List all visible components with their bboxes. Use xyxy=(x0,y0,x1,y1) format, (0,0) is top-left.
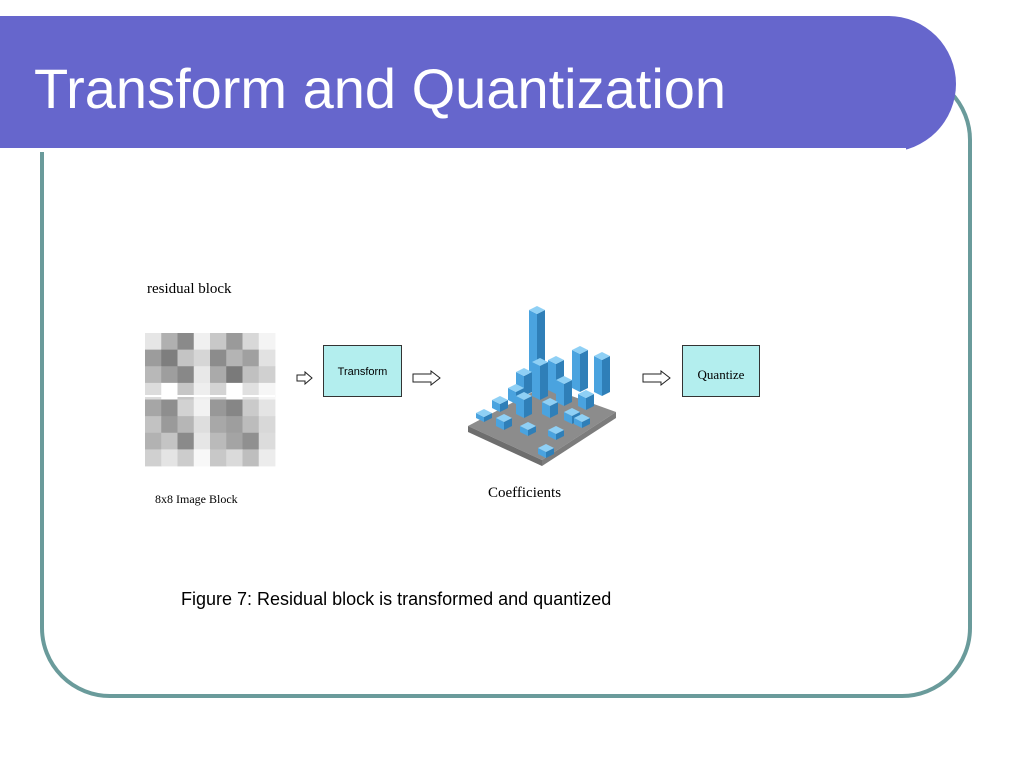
pixel-cell xyxy=(145,333,162,351)
pixel-cell xyxy=(258,382,276,400)
coefficient-bar xyxy=(556,376,572,406)
pixel-cell xyxy=(193,349,211,367)
arrow-right-icon xyxy=(412,369,441,387)
title-underline xyxy=(0,148,906,152)
pixel-cell xyxy=(177,333,195,351)
pixel-cell xyxy=(210,449,227,467)
title-bar: Transform and Quantization xyxy=(0,16,956,152)
pixel-cell xyxy=(193,382,211,400)
coefficient-bar xyxy=(572,346,588,392)
residual-block-image xyxy=(145,333,276,467)
pixel-cell xyxy=(193,366,211,384)
coefficient-plate-edge xyxy=(468,426,542,466)
pixel-cell xyxy=(258,449,276,467)
pixel-cell xyxy=(193,399,211,417)
pixel-cell xyxy=(258,416,276,434)
pixel-cell xyxy=(161,349,178,367)
arrow-right-icon xyxy=(296,370,313,386)
pixel-cell xyxy=(193,416,211,434)
pixel-cell xyxy=(145,382,162,400)
pixel-cell xyxy=(177,399,195,417)
pixel-cell xyxy=(193,449,211,467)
residual-block-label: residual block xyxy=(147,281,232,297)
coefficient-bar xyxy=(476,409,492,422)
coefficient-bar xyxy=(548,426,564,440)
pixel-cell xyxy=(226,333,243,351)
coefficient-bar xyxy=(496,414,512,430)
pixel-cell xyxy=(210,382,227,400)
coefficient-bar xyxy=(516,368,532,396)
pixel-cell xyxy=(210,333,227,351)
pixel-cell xyxy=(145,416,162,434)
pixel-cell xyxy=(161,382,178,400)
pixel-cell xyxy=(161,333,178,351)
coefficient-bar xyxy=(594,352,610,396)
transform-box: Transform xyxy=(323,345,402,397)
pixel-cell xyxy=(177,366,195,384)
coefficients-label: Coefficients xyxy=(488,485,562,501)
pixel-cell xyxy=(258,399,276,417)
coefficient-bar xyxy=(492,396,508,412)
pixel-cell xyxy=(161,416,178,434)
pixel-cell xyxy=(242,399,260,417)
coefficient-bar xyxy=(520,422,536,436)
coefficient-bar xyxy=(538,444,554,458)
pixel-cell xyxy=(242,366,260,384)
pixel-cell xyxy=(177,382,195,400)
pixel-cell xyxy=(193,432,211,450)
pixel-cell xyxy=(258,333,276,351)
pixel-cell xyxy=(145,399,162,417)
pixel-cell xyxy=(161,449,178,467)
coefficient-bar xyxy=(516,392,532,418)
pixel-cell xyxy=(226,432,243,450)
pixel-cell xyxy=(242,432,260,450)
pixel-cell xyxy=(242,416,260,434)
pixel-cell xyxy=(177,432,195,450)
coefficient-bar xyxy=(542,398,558,418)
coefficient-bar xyxy=(578,390,594,410)
pixel-cell xyxy=(226,449,243,467)
pixel-cell xyxy=(193,333,211,351)
pixel-cell xyxy=(210,349,227,367)
pixel-cell xyxy=(177,416,195,434)
pixel-cell xyxy=(145,432,162,450)
pixel-cell xyxy=(210,432,227,450)
pixel-cell xyxy=(161,399,178,417)
coefficient-bar xyxy=(532,358,548,400)
slide-title: Transform and Quantization xyxy=(34,57,727,120)
block-divider xyxy=(145,395,275,397)
pixel-cell xyxy=(177,449,195,467)
pixel-cell xyxy=(258,366,276,384)
pixel-cell xyxy=(226,416,243,434)
coefficient-bar xyxy=(574,414,590,428)
pixel-cell xyxy=(145,349,162,367)
pixel-cell xyxy=(161,366,178,384)
figure-caption: Figure 7: Residual block is transformed … xyxy=(181,589,612,609)
pixel-cell xyxy=(226,349,243,367)
pixel-cell xyxy=(258,432,276,450)
quantize-box: Quantize xyxy=(682,345,760,397)
pixel-cell xyxy=(258,349,276,367)
pixel-cell xyxy=(161,432,178,450)
coefficients-bar-plot xyxy=(468,306,616,466)
pixel-cell xyxy=(242,333,260,351)
coefficient-plate-edge xyxy=(542,412,616,466)
pixel-cell xyxy=(226,399,243,417)
image-block-label: 8x8 Image Block xyxy=(155,492,238,506)
pixel-cell xyxy=(242,449,260,467)
pixel-cell xyxy=(226,382,243,400)
pixel-cell xyxy=(226,366,243,384)
pixel-cell xyxy=(210,399,227,417)
pixel-cell xyxy=(210,416,227,434)
pixel-cell xyxy=(242,349,260,367)
pixel-cell xyxy=(145,366,162,384)
arrow-right-icon xyxy=(642,369,671,387)
pixel-cell xyxy=(242,382,260,400)
pixel-cell xyxy=(177,349,195,367)
pixel-cell xyxy=(210,366,227,384)
pixel-cell xyxy=(145,449,162,467)
